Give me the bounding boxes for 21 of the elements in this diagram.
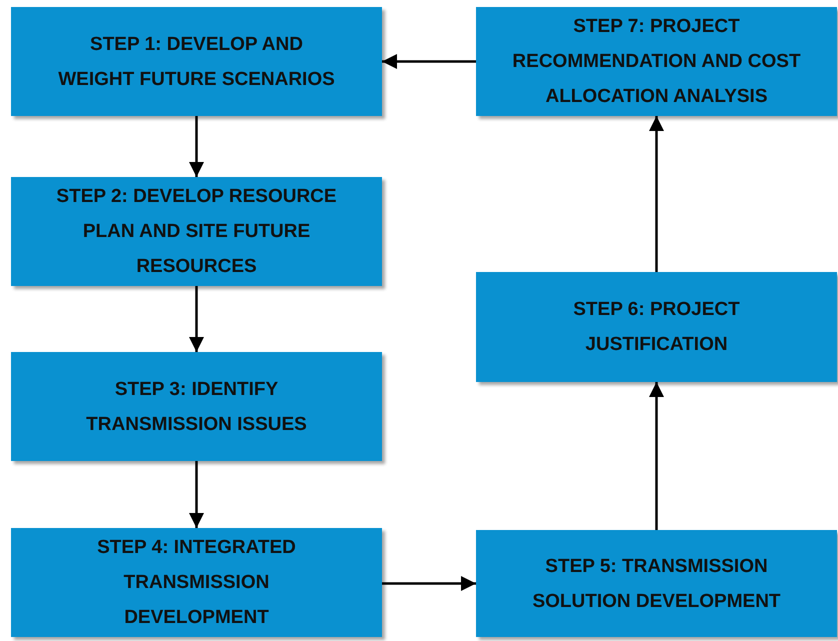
step-label: STEP 2: DEVELOP RESOURCE PLAN AND SITE FUTURE RESOURCES bbox=[55, 185, 338, 279]
arrow bbox=[649, 382, 664, 530]
arrow bbox=[382, 576, 476, 591]
step-label: STEP 6: PROJECT JUSTIFICATION bbox=[572, 298, 741, 357]
process-box bbox=[476, 7, 837, 116]
process-box bbox=[476, 272, 837, 382]
step-label: STEP 5: TRANSMISSION SOLUTION DEVELOPMENT bbox=[531, 554, 782, 614]
process-box bbox=[11, 352, 382, 461]
step-label: STEP 1: DEVELOP AND WEIGHT FUTURE SCENARIOS bbox=[57, 32, 336, 92]
step-label: STEP 4: INTEGRATED TRANSMISSION DEVELOPMENT bbox=[96, 536, 297, 630]
process-box bbox=[11, 7, 382, 116]
arrow bbox=[189, 461, 204, 528]
step-label: STEP 7: PROJECT RECOMMENDATION AND COST ALLOCATION ANALYSIS bbox=[511, 15, 802, 109]
step-label: STEP 3: IDENTIFY TRANSMISSION ISSUES bbox=[85, 378, 308, 436]
process-box bbox=[11, 177, 382, 286]
arrow bbox=[189, 286, 204, 352]
process-box bbox=[11, 528, 382, 637]
process-box bbox=[476, 530, 837, 637]
arrow bbox=[382, 54, 476, 69]
arrow bbox=[189, 116, 204, 177]
arrow bbox=[649, 116, 664, 272]
